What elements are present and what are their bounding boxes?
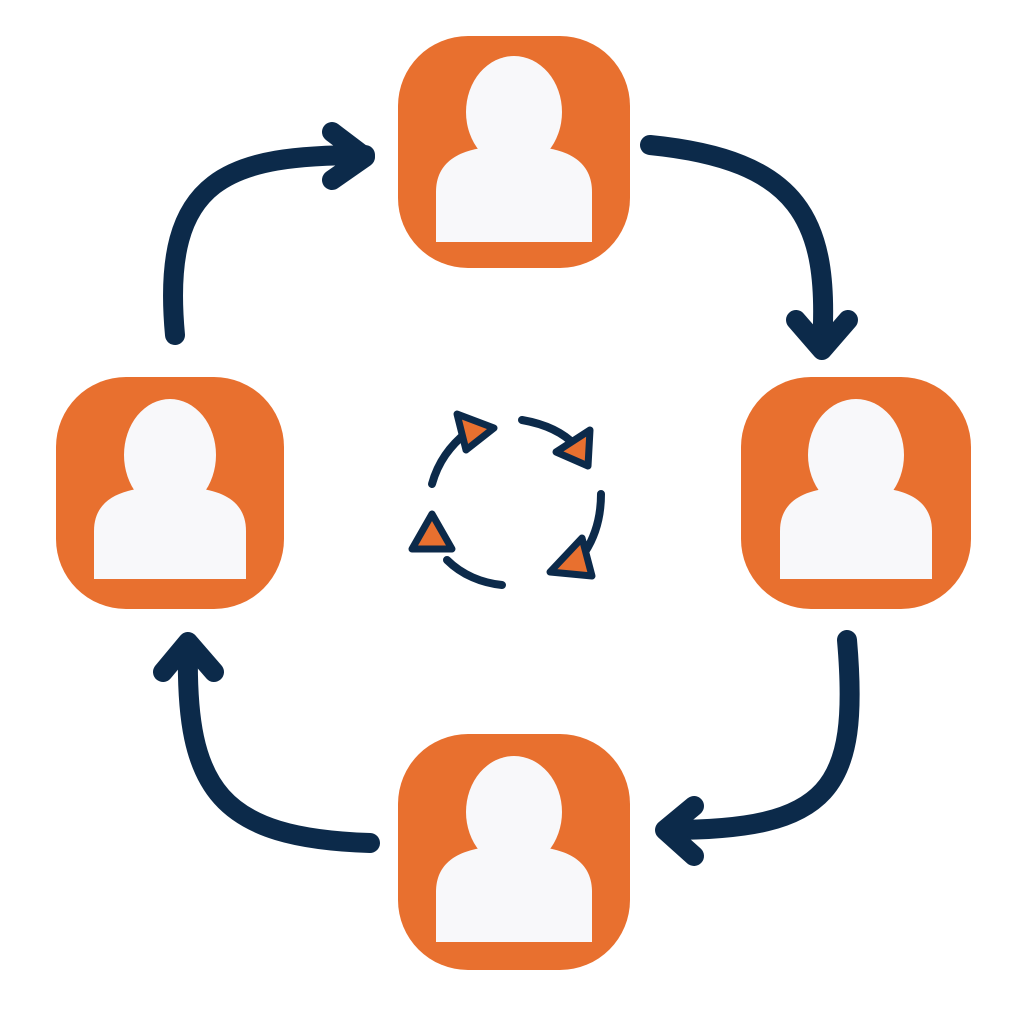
- arrow-bottom-to-left: [177, 638, 380, 853]
- person-icon: [94, 399, 246, 579]
- arrow-bottom-to-left-head: [153, 632, 224, 682]
- arrow-right-to-bottom: [658, 630, 860, 840]
- person-icon: [436, 756, 592, 942]
- arrow-top-to-right-head: [786, 310, 858, 360]
- person-icon: [436, 56, 592, 242]
- arrow-top-to-right: [640, 135, 834, 355]
- person-node-top: [398, 36, 630, 268]
- person-icon: [780, 399, 932, 579]
- refresh-cycle-icon: [408, 410, 605, 589]
- person-node-right: [741, 377, 971, 609]
- person-node-bottom: [398, 734, 630, 970]
- connector-arrows: [153, 122, 860, 866]
- arrow-right-to-bottom-head: [655, 796, 704, 866]
- arrow-left-to-top-head: [322, 122, 375, 190]
- person-node-left: [56, 377, 284, 609]
- arrow-left-to-top: [163, 145, 375, 345]
